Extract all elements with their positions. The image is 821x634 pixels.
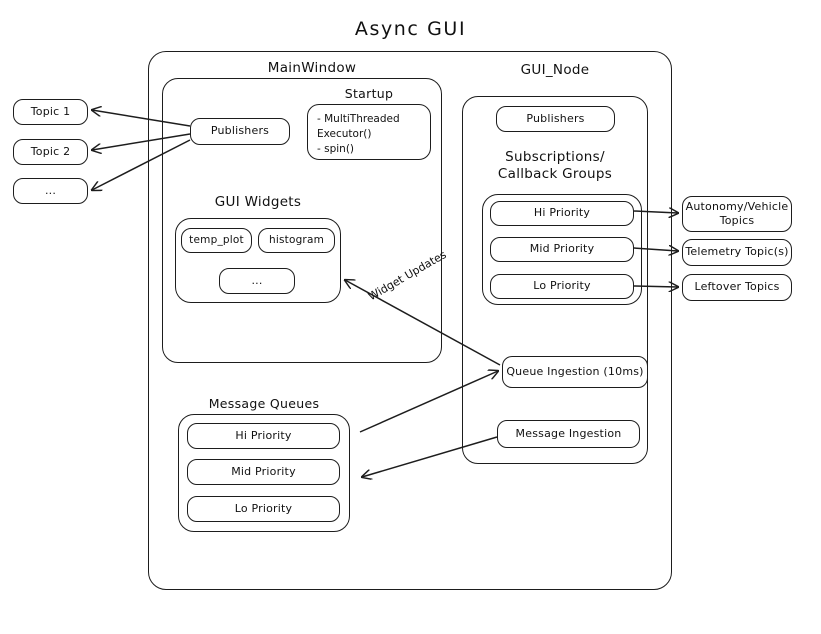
gui-node-container [462,96,648,464]
priority-label: Lo Priority [533,279,591,293]
queue-mid-priority[interactable]: Mid Priority [187,459,340,485]
external-topic-autonomy-vehicle[interactable]: Autonomy/Vehicle Topics [682,196,792,232]
priority-label: Lo Priority [234,501,293,515]
page-title: Async GUI [354,18,467,40]
topic-box-2[interactable]: Topic 2 [13,139,88,165]
callback-group-lo-priority[interactable]: Lo Priority [490,274,634,299]
callback-groups-container [482,194,642,305]
publishers-label: Publishers [526,111,585,125]
topic-label: Topic 2 [30,144,71,158]
queue-lo-priority[interactable]: Lo Priority [187,496,340,522]
topic-label: Topic 1 [30,104,71,118]
priority-label: Hi Priority [533,206,591,220]
main-window-publishers[interactable]: Publishers [190,118,290,145]
external-topic-label: Leftover Topics [694,280,780,294]
widget-label: ... [251,273,263,287]
startup-label: Startup [344,86,394,101]
message-queues-container [178,414,350,532]
widget-label: histogram [268,234,325,247]
widget-more[interactable]: ... [219,268,295,294]
message-queues-label: Message Queues [208,396,320,411]
queue-hi-priority[interactable]: Hi Priority [187,423,340,449]
widget-temp-plot[interactable]: temp_plot [181,228,252,253]
external-topic-telemetry[interactable]: Telemetry Topic(s) [682,239,792,266]
async-gui-container [148,51,672,590]
gui-node-publishers[interactable]: Publishers [496,106,615,132]
external-topic-label: Telemetry Topic(s) [685,245,789,259]
priority-label: Hi Priority [235,428,292,442]
startup-box: - MultiThreaded Executor() - spin() [307,104,431,160]
publishers-label: Publishers [210,124,270,138]
priority-label: Mid Priority [231,464,296,478]
widget-histogram[interactable]: histogram [258,228,335,253]
queue-ingestion-label: Queue Ingestion (10ms) [506,364,644,378]
message-ingestion-box[interactable]: Message Ingestion [497,420,640,448]
gui-node-label: GUI_Node [520,62,590,78]
main-window-container [162,78,442,363]
external-topic-leftover[interactable]: Leftover Topics [682,274,792,301]
topic-box-1[interactable]: Topic 1 [13,99,88,125]
widget-label: temp_plot [189,234,244,247]
gui-widgets-label: GUI Widgets [214,194,302,210]
subscriptions-label: Subscriptions/ Callback Groups [497,149,613,182]
callback-group-mid-priority[interactable]: Mid Priority [490,237,634,262]
callback-group-hi-priority[interactable]: Hi Priority [490,201,634,226]
main-window-label: MainWindow [267,60,357,76]
external-topic-label: Autonomy/Vehicle Topics [685,200,789,227]
gui-widgets-container [175,218,341,303]
message-ingestion-label: Message Ingestion [515,426,622,440]
topic-box-more[interactable]: ... [13,178,88,204]
topic-label: ... [44,183,57,197]
priority-label: Mid Priority [529,242,595,256]
queue-ingestion-box[interactable]: Queue Ingestion (10ms) [502,356,648,388]
